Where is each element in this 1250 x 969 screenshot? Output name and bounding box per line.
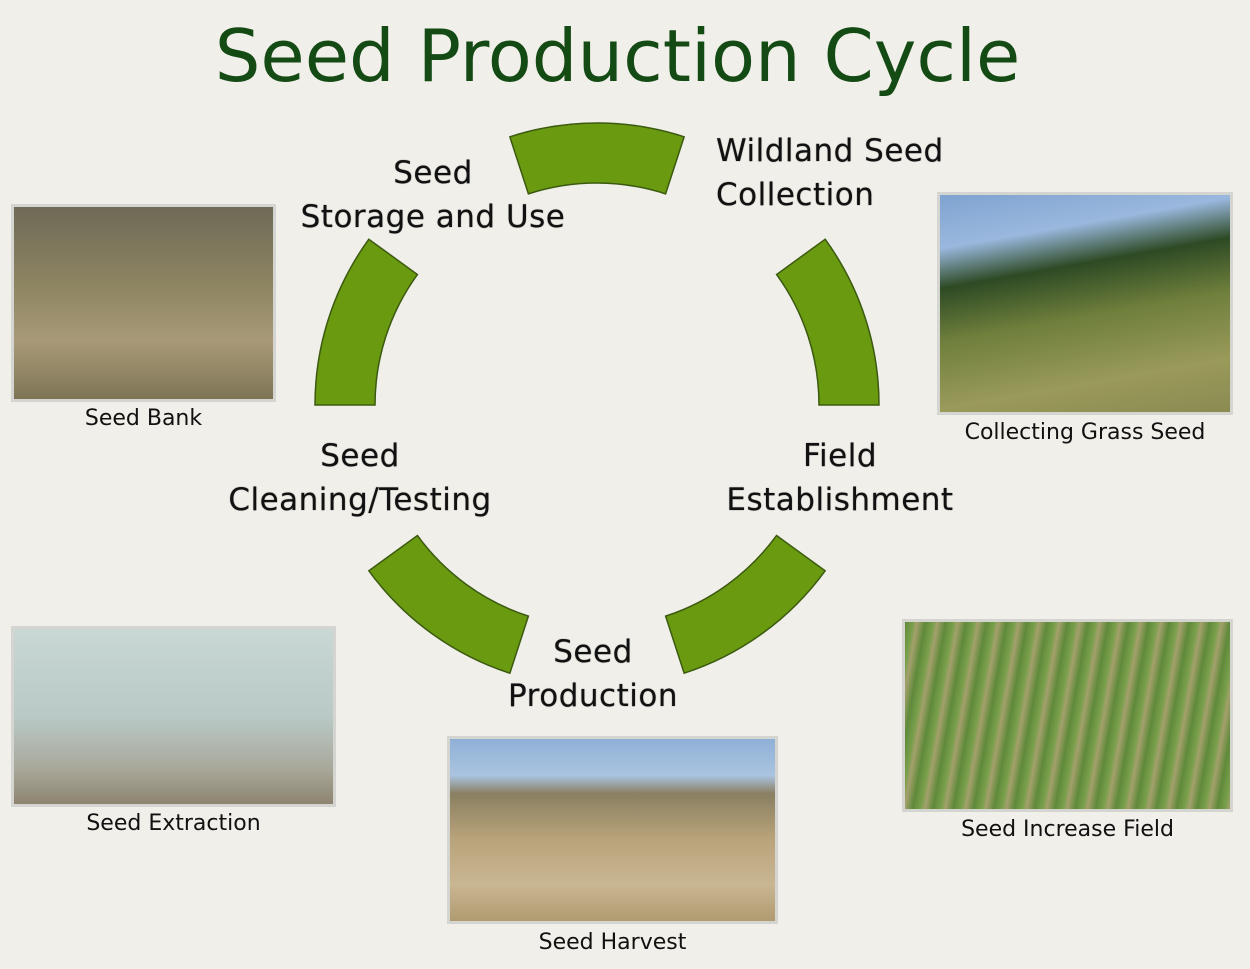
cycle-arc-segment [508, 122, 686, 195]
cycle-arc-segment [314, 238, 419, 406]
stage-label: Seed [320, 438, 400, 474]
stage-label: Collection [716, 177, 875, 213]
photo-caption: Seed Harvest [538, 930, 687, 955]
stage-label: Seed [553, 634, 633, 670]
stage-cleaning-testing: Seed Cleaning/Testing [205, 434, 515, 522]
stage-label: Wildland Seed [716, 133, 944, 169]
stage-label: Field [802, 438, 878, 474]
seed-bank-photo [11, 204, 276, 402]
stage-wildland-collection: Wildland Seed Collection [716, 129, 944, 217]
page-title: Seed Production Cycle [214, 14, 1021, 98]
collecting-grass-seed-photo [937, 192, 1233, 415]
stage-seed-production: Seed Production [493, 630, 693, 718]
stage-label: Cleaning/Testing [228, 482, 492, 518]
photo-caption: Seed Bank [84, 406, 203, 431]
cycle-arc-segment [664, 534, 827, 675]
stage-label: Establishment [726, 482, 954, 518]
cycle-arc-segment [775, 238, 880, 406]
photo-caption: Seed Increase Field [961, 817, 1174, 842]
stage-label: Storage and Use [300, 199, 566, 235]
seed-extraction-photo [11, 626, 336, 807]
stage-label: Production [508, 678, 678, 714]
photo-caption: Seed Extraction [86, 811, 261, 836]
cycle-arc-segment [367, 534, 530, 675]
stage-storage-use: Seed Storage and Use [288, 151, 578, 239]
stage-label: Seed [393, 155, 473, 191]
stage-field-establishment: Field Establishment [716, 434, 964, 522]
seed-harvest-photo [447, 736, 778, 924]
seed-increase-field-photo [902, 619, 1233, 812]
photo-caption: Collecting Grass Seed [964, 420, 1206, 445]
